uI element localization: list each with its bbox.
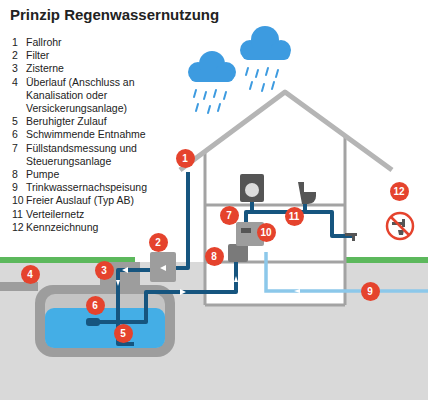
garden-tap [345,233,357,241]
part-list-row: 4Überlauf (Anschluss an Kanalisation ode… [12,76,162,116]
part-name: Fallrohr [26,36,156,49]
washing-machine [240,174,264,202]
pipes [97,172,354,344]
part-number: 6 [12,128,26,141]
part-list-row: 11Verteilernetz [12,208,162,221]
cloud [188,26,291,82]
part-name: Kennzeichnung [26,221,156,234]
part-number: 10 [12,194,26,207]
callout-number: 11 [285,207,304,226]
part-name: Zisterne [26,62,156,75]
callout-number: 3 [95,261,114,280]
part-number: 7 [12,142,26,168]
part-number: 9 [12,181,26,194]
callout-number: 9 [361,282,380,301]
part-number: 5 [12,115,26,128]
callout-number: 5 [114,324,133,343]
callout-text: 12 [393,186,404,197]
part-number: 1 [12,36,26,49]
part-name: Füllstandsmessung und Steuerungsanlage [26,142,156,168]
part-number: 8 [12,168,26,181]
part-list: 1Fallrohr2Filter3Zisterne4Überlauf (Ansc… [12,36,162,234]
grass [345,257,428,263]
callout-text: 2 [155,237,161,248]
part-name: Filter [26,49,156,62]
callout-number: 4 [21,265,40,284]
part-list-row: 2Filter [12,49,162,62]
callout-text: 8 [211,251,217,262]
part-name: Freier Auslauf (Typ AB) [26,194,156,207]
part-list-row: 9Trinkwassernachspeisung [12,181,162,194]
part-number: 2 [12,49,26,62]
part-name: Beruhigter Zulauf [26,115,156,128]
callout-text: 3 [101,265,107,276]
part-name: Verteilernetz [26,208,156,221]
callout-text: 4 [27,269,33,280]
callout-number: 1 [176,149,195,168]
toilet [298,182,316,204]
diagram-title: Prinzip Regenwassernutzung [10,6,219,23]
callout-text: 9 [367,286,373,297]
display [241,228,251,233]
house-interior [205,92,345,305]
callout-text: 7 [226,210,232,221]
roof [180,92,392,170]
callout-number: 8 [205,247,224,266]
washing-machine-door [245,183,259,197]
part-name: Pumpe [26,168,156,181]
part-list-row: 10Freier Auslauf (Typ AB) [12,194,162,207]
callout-text: 6 [92,300,98,311]
part-list-row: 6Schwimmende Entnahme [12,128,162,141]
callout-number: 12 [390,182,409,201]
part-list-row: 7Füllstandsmessung und Steuerungsanlage [12,142,162,168]
part-name: Schwimmende Entnahme [26,128,156,141]
part-list-row: 1Fallrohr [12,36,162,49]
part-name: Trinkwassernachspeisung [26,181,156,194]
filter [150,252,176,282]
flow-arrow [116,265,300,295]
part-number: 3 [12,62,26,75]
part-number: 4 [12,76,26,116]
floating-intake [86,318,100,326]
part-list-row: 12Kennzeichnung [12,221,162,234]
callout-number: 10 [257,223,276,242]
drinking-water-pipe [266,252,428,291]
part-list-row: 8Pumpe [12,168,162,181]
part-number: 11 [12,208,26,221]
callout-number: 2 [149,233,168,252]
part-list-row: 3Zisterne [12,62,162,75]
callout-text: 5 [120,328,126,339]
callout-number: 6 [86,296,105,315]
house-walls [205,136,345,305]
part-list-row: 5Beruhigter Zulauf [12,115,162,128]
part-number: 12 [12,221,26,234]
callout-text: 1 [182,153,188,164]
no-drinking-water-sign [387,213,413,239]
callout-number: 7 [220,206,239,225]
pump [228,244,248,262]
part-name: Überlauf (Anschluss an Kanalisation oder… [26,76,156,116]
callout-text: 10 [260,227,271,238]
callout-text: 11 [289,211,300,222]
